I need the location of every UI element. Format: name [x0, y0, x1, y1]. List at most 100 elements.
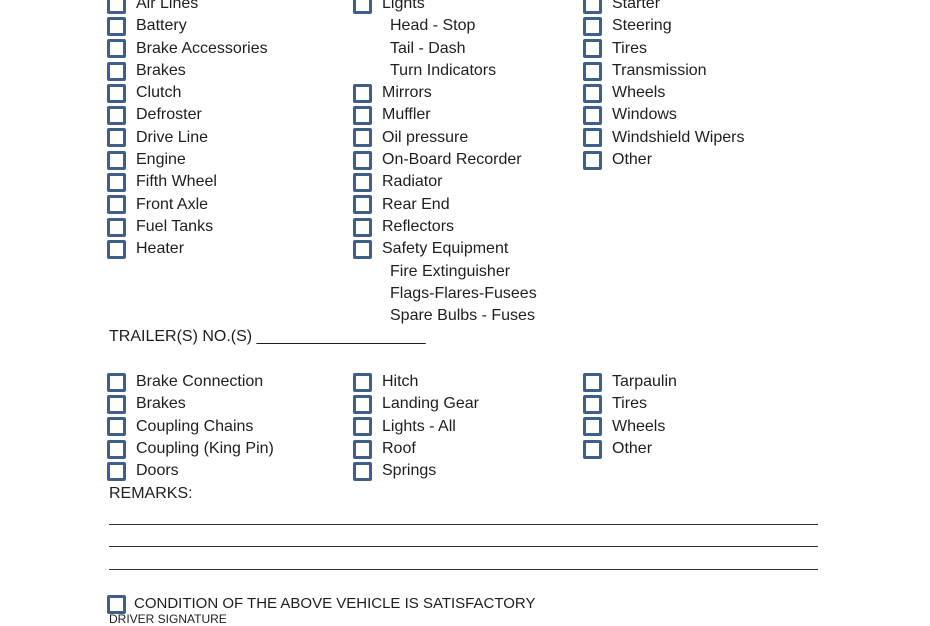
remarks-line-2[interactable] [109, 546, 818, 547]
tractor-tires-checkbox[interactable] [583, 39, 602, 59]
trailer-number-field[interactable]: TRAILER(S) NO.(S) ___________________ [109, 328, 426, 345]
tractor-air-lines-checkbox[interactable] [107, 0, 126, 14]
trailer-item-coupling-chains: Coupling Chains [107, 416, 274, 438]
tractor-steering-checkbox[interactable] [583, 16, 602, 36]
item-label: Landing Gear [382, 395, 479, 413]
tractor-clutch-checkbox[interactable] [107, 83, 126, 103]
tractor-item-oil-pressure: Oil pressure [353, 127, 537, 149]
item-label: Head - Stop [390, 17, 476, 35]
trailer-item-coupling-king-pin: Coupling (King Pin) [107, 438, 274, 460]
tractor-fuel-tanks-checkbox[interactable] [107, 217, 126, 237]
item-label: Brake Accessories [136, 39, 268, 57]
item-label: Radiator [382, 173, 443, 191]
tractor-heater-checkbox[interactable] [107, 239, 126, 259]
remarks-line-3[interactable] [109, 569, 818, 570]
tractor-windows-checkbox[interactable] [583, 106, 602, 126]
item-label: Brake Connection [136, 373, 264, 390]
trailer-tarpaulin-checkbox[interactable] [583, 372, 602, 392]
tractor-mirrors-checkbox[interactable] [353, 83, 372, 103]
tractor-brake-accessories-checkbox[interactable] [107, 39, 126, 59]
tractor-item-front-axle: Front Axle [107, 194, 268, 216]
trailer-hitch-checkbox[interactable] [353, 372, 372, 392]
trailer-brakes-checkbox[interactable] [107, 394, 126, 414]
item-label: Air Lines [136, 0, 199, 12]
trailer-landing-gear-checkbox[interactable] [353, 394, 372, 414]
tractor-item-fire-extinguisher: Fire Extinguisher [353, 261, 537, 283]
tractor-item-lights: Lights [353, 0, 537, 15]
item-label: Clutch [136, 84, 182, 102]
item-label: Windows [612, 106, 677, 124]
trailer-lights-all-checkbox[interactable] [353, 417, 372, 437]
tractor-transmission-checkbox[interactable] [583, 61, 602, 81]
tractor-drive-line-checkbox[interactable] [107, 128, 126, 148]
tractor-wheels-checkbox[interactable] [583, 83, 602, 103]
driver-signature-label: DRIVER SIGNATURE [109, 612, 227, 626]
item-label: Fuel Tanks [136, 217, 214, 235]
condition-satisfactory-checkbox[interactable] [107, 594, 126, 614]
tractor-oil-pressure-checkbox[interactable] [353, 128, 372, 148]
tractor-engine-checkbox[interactable] [107, 150, 126, 170]
tractor-item-safety-equipment: Safety Equipment [353, 238, 537, 260]
item-label: Coupling Chains [136, 417, 254, 435]
trailer-roof-checkbox[interactable] [353, 439, 372, 459]
tractor-item-on-board-recorder: On-Board Recorder [353, 149, 537, 171]
tractor-rear-end-checkbox[interactable] [353, 195, 372, 215]
tractor-on-board-recorder-checkbox[interactable] [353, 150, 372, 170]
trailer-coupling-king-pin-checkbox[interactable] [107, 439, 126, 459]
tractor-item-spare-bulbs-fuses: Spare Bulbs - Fuses [353, 305, 537, 327]
item-label: Safety Equipment [382, 240, 509, 258]
trailer-coupling-chains-checkbox[interactable] [107, 417, 126, 437]
tractor-lights-checkbox[interactable] [353, 0, 372, 14]
trailer-wheels-checkbox[interactable] [583, 417, 602, 437]
trailer-tires-checkbox[interactable] [583, 394, 602, 414]
item-label: Wheels [612, 84, 666, 102]
item-label: Springs [382, 462, 437, 480]
tractor-muffler-checkbox[interactable] [353, 106, 372, 126]
item-label: Mirrors [382, 84, 432, 102]
item-label: Transmission [612, 61, 707, 79]
tractor-battery-checkbox[interactable] [107, 16, 126, 36]
remarks-line-1[interactable] [109, 524, 818, 525]
item-label: Other [612, 151, 653, 169]
tractor-item-clutch: Clutch [107, 82, 268, 104]
trailer-item-wheels: Wheels [583, 416, 677, 438]
trailer-springs-checkbox[interactable] [353, 461, 372, 481]
trailer-doors-checkbox[interactable] [107, 461, 126, 481]
item-label: Brakes [136, 61, 186, 79]
item-label: Heater [136, 240, 185, 258]
tractor-item-flags-flares-fusees: Flags-Flares-Fusees [353, 283, 537, 305]
item-label: Tail - Dash [390, 39, 466, 57]
trailer-other-checkbox[interactable] [583, 439, 602, 459]
tractor-starter-checkbox[interactable] [583, 0, 602, 14]
tractor-other-checkbox[interactable] [583, 150, 602, 170]
tractor-item-tires: Tires [583, 38, 744, 60]
item-label: Brakes [136, 395, 186, 413]
tractor-item-muffler: Muffler [353, 104, 537, 126]
tractor-radiator-checkbox[interactable] [353, 173, 372, 193]
tractor-reflectors-checkbox[interactable] [353, 217, 372, 237]
item-label: Hitch [382, 373, 419, 390]
item-label: Tires [612, 395, 647, 413]
tractor-item-drive-line: Drive Line [107, 127, 268, 149]
tractor-item-windshield-wipers: Windshield Wipers [583, 127, 744, 149]
trailer-brake-connection-checkbox[interactable] [107, 372, 126, 392]
tractor-safety-equipment-checkbox[interactable] [353, 239, 372, 259]
tractor-windshield-wipers-checkbox[interactable] [583, 128, 602, 148]
item-label: Drive Line [136, 128, 209, 146]
tractor-item-rear-end: Rear End [353, 194, 537, 216]
tractor-item-head-stop: Head - Stop [353, 15, 537, 37]
tractor-defroster-checkbox[interactable] [107, 106, 126, 126]
item-label: Fifth Wheel [136, 173, 217, 191]
tractor-item-reflectors: Reflectors [353, 216, 537, 238]
tractor-front-axle-checkbox[interactable] [107, 195, 126, 215]
item-label: Muffler [382, 106, 431, 124]
item-label: Rear End [382, 195, 450, 213]
tractor-brakes-checkbox[interactable] [107, 61, 126, 81]
trailer-item-brake-connection: Brake Connection [107, 371, 274, 393]
item-label: Defroster [136, 106, 202, 124]
trailer-item-doors: Doors [107, 460, 274, 482]
item-label: Reflectors [382, 217, 455, 235]
tractor-fifth-wheel-checkbox[interactable] [107, 173, 126, 193]
